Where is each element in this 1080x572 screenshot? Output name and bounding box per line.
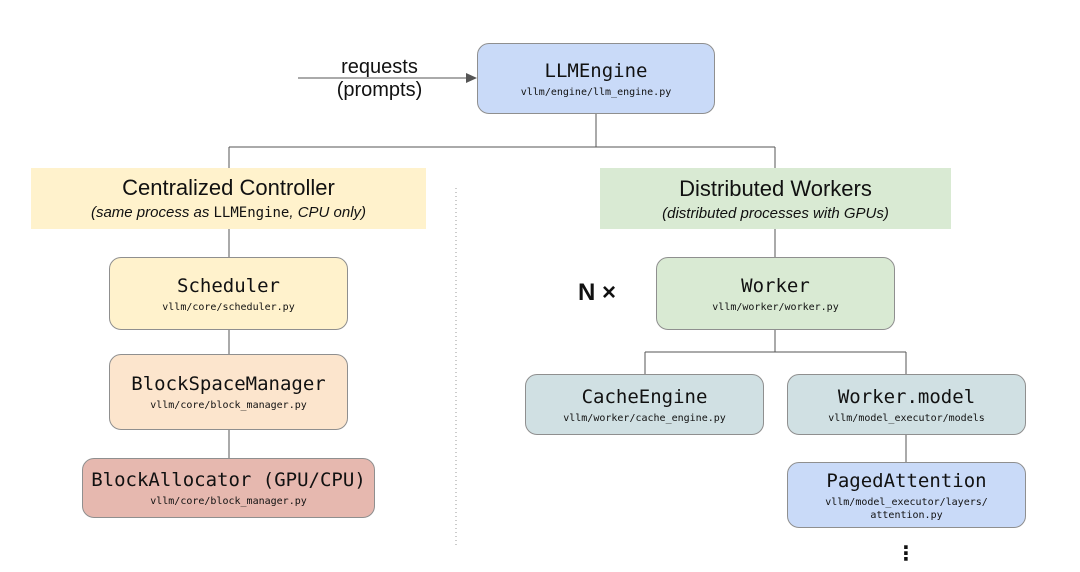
centralized-controller-title: Centralized Controller [122, 175, 335, 200]
worker-name: Worker [741, 274, 810, 297]
worker-box: Worker vllm/worker/worker.py [656, 257, 895, 330]
block-allocator-name: BlockAllocator (GPU/CPU) [91, 469, 366, 491]
block-space-manager-name: BlockSpaceManager [131, 373, 326, 395]
scheduler-name: Scheduler [177, 274, 280, 297]
paged-attention-path-line1: vllm/model_executor/layers/ [825, 496, 988, 508]
ellipsis-glyph: ⋮ [896, 541, 916, 565]
worker-model-box: Worker.model vllm/model_executor/models [787, 374, 1026, 435]
llm-engine-name: LLMEngine [544, 59, 648, 82]
distributed-workers-title: Distributed Workers [679, 175, 872, 201]
scheduler-box: Scheduler vllm/core/scheduler.py [109, 257, 348, 330]
paged-attention-name: PagedAttention [826, 469, 987, 492]
llm-engine-box: LLMEngine vllm/engine/llm_engine.py [477, 43, 715, 114]
controller-sub-suffix: , CPU only) [289, 204, 367, 221]
cache-engine-path: vllm/worker/cache_engine.py [563, 412, 726, 424]
scheduler-path: vllm/core/scheduler.py [162, 301, 295, 313]
worker-model-path: vllm/model_executor/models [828, 412, 985, 424]
requests-label-line1: requests [341, 56, 418, 78]
worker-multiplier: N × [578, 279, 617, 306]
cache-engine-name: CacheEngine [581, 385, 708, 408]
controller-sub-mono: LLMEngine [213, 205, 290, 221]
requests-label: requests (prompts) [322, 56, 437, 102]
centralized-controller-banner: Centralized Controller (same process as … [31, 168, 426, 229]
block-space-manager-box: BlockSpaceManager vllm/core/block_manage… [109, 354, 348, 430]
paged-attention-box: PagedAttention vllm/model_executor/layer… [787, 462, 1026, 528]
block-allocator-path: vllm/core/block_manager.py [150, 496, 307, 507]
requests-label-line2: (prompts) [336, 79, 423, 101]
llm-engine-path: vllm/engine/llm_engine.py [520, 86, 672, 98]
worker-model-name: Worker.model [837, 385, 976, 408]
worker-path: vllm/worker/worker.py [712, 301, 839, 313]
cache-engine-box: CacheEngine vllm/worker/cache_engine.py [525, 374, 764, 435]
centralized-controller-subtitle: (same process as LLMEngine, CPU only) [91, 203, 366, 223]
paged-attention-path: vllm/model_executor/layers/ attention.py [825, 496, 988, 522]
requests-arrowhead [466, 73, 477, 83]
controller-sub-prefix: (same process as [90, 204, 214, 221]
paged-attention-path-line2: attention.py [870, 509, 943, 521]
distributed-workers-banner: Distributed Workers (distributed process… [600, 168, 951, 229]
block-allocator-box: BlockAllocator (GPU/CPU) vllm/core/block… [82, 458, 375, 518]
block-space-manager-path: vllm/core/block_manager.py [150, 400, 307, 411]
distributed-workers-subtitle: (distributed processes with GPUs) [662, 204, 889, 222]
